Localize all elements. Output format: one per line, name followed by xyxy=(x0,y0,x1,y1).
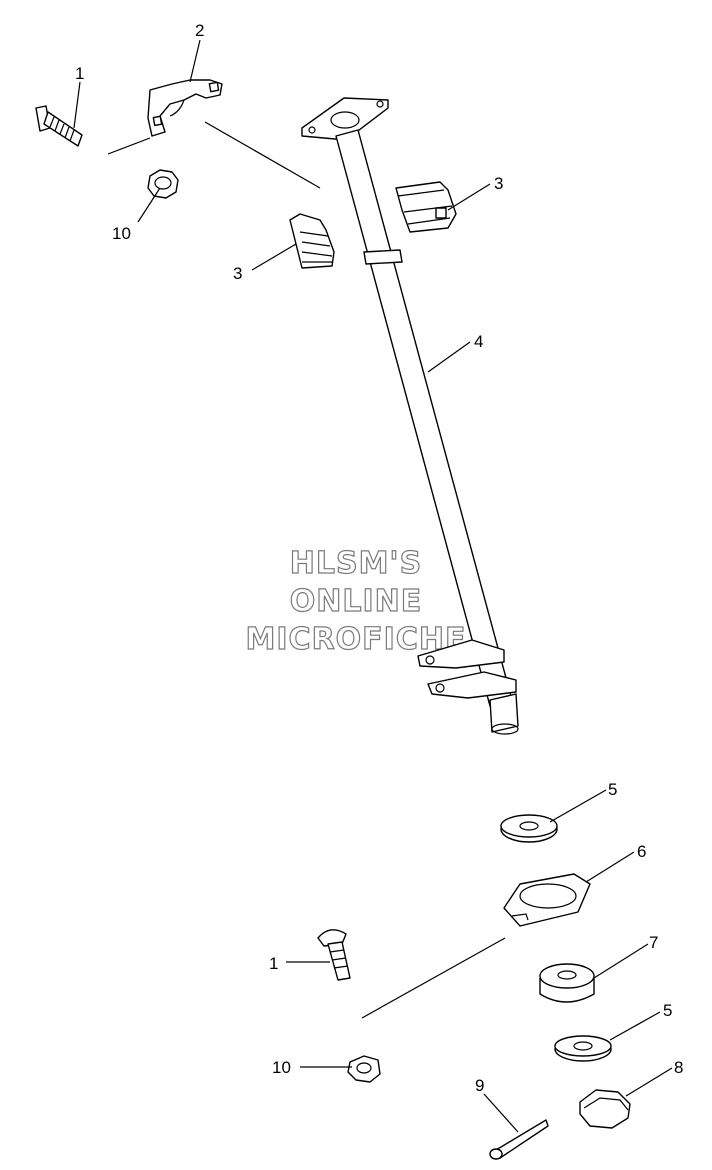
callout-8: 8 xyxy=(674,1058,683,1077)
part-8-nut xyxy=(579,1089,631,1129)
part-10-nut-bottom xyxy=(347,1055,381,1083)
part-1-bolt-top xyxy=(35,105,83,147)
callout-1-top: 1 xyxy=(75,64,84,83)
watermark: HLSM'S ONLINE MICROFICHE xyxy=(245,545,467,657)
part-5-washer-bottom xyxy=(554,1035,612,1062)
alignment-lines xyxy=(107,121,506,1019)
callout-9: 9 xyxy=(475,1076,484,1095)
part-7-spacer xyxy=(539,963,595,1003)
watermark-line-3: MICROFICHE xyxy=(246,622,467,657)
part-1-bolt-bottom xyxy=(317,929,351,981)
callout-5-top: 5 xyxy=(608,780,617,799)
leader-lines xyxy=(73,39,673,1133)
part-3-bushing-right xyxy=(395,181,457,233)
callout-3-right: 3 xyxy=(494,174,503,193)
part-2-clamp xyxy=(147,79,223,137)
callout-10-bottom: 10 xyxy=(272,1058,291,1077)
callout-7: 7 xyxy=(649,933,658,952)
part-6-bearing xyxy=(503,873,591,927)
watermark-line-1: HLSM'S xyxy=(290,546,422,581)
part-3-bushing-left xyxy=(289,213,335,269)
callout-6: 6 xyxy=(637,842,646,861)
part-5-washer-top xyxy=(500,814,558,843)
part-10-nut-top xyxy=(147,169,179,199)
callout-1-bottom: 1 xyxy=(269,954,278,973)
part-9-cotter-pin xyxy=(489,1119,549,1160)
watermark-line-2: ONLINE xyxy=(290,584,423,619)
callout-10-top: 10 xyxy=(112,224,131,243)
callout-5-bottom: 5 xyxy=(663,1001,672,1020)
callout-4: 4 xyxy=(474,332,483,351)
callout-2: 2 xyxy=(195,21,204,40)
callout-3-left: 3 xyxy=(233,264,242,283)
part-4-steering-post xyxy=(301,97,519,735)
callout-labels: 1 2 3 3 4 10 5 6 7 5 8 9 1 10 xyxy=(75,21,683,1095)
